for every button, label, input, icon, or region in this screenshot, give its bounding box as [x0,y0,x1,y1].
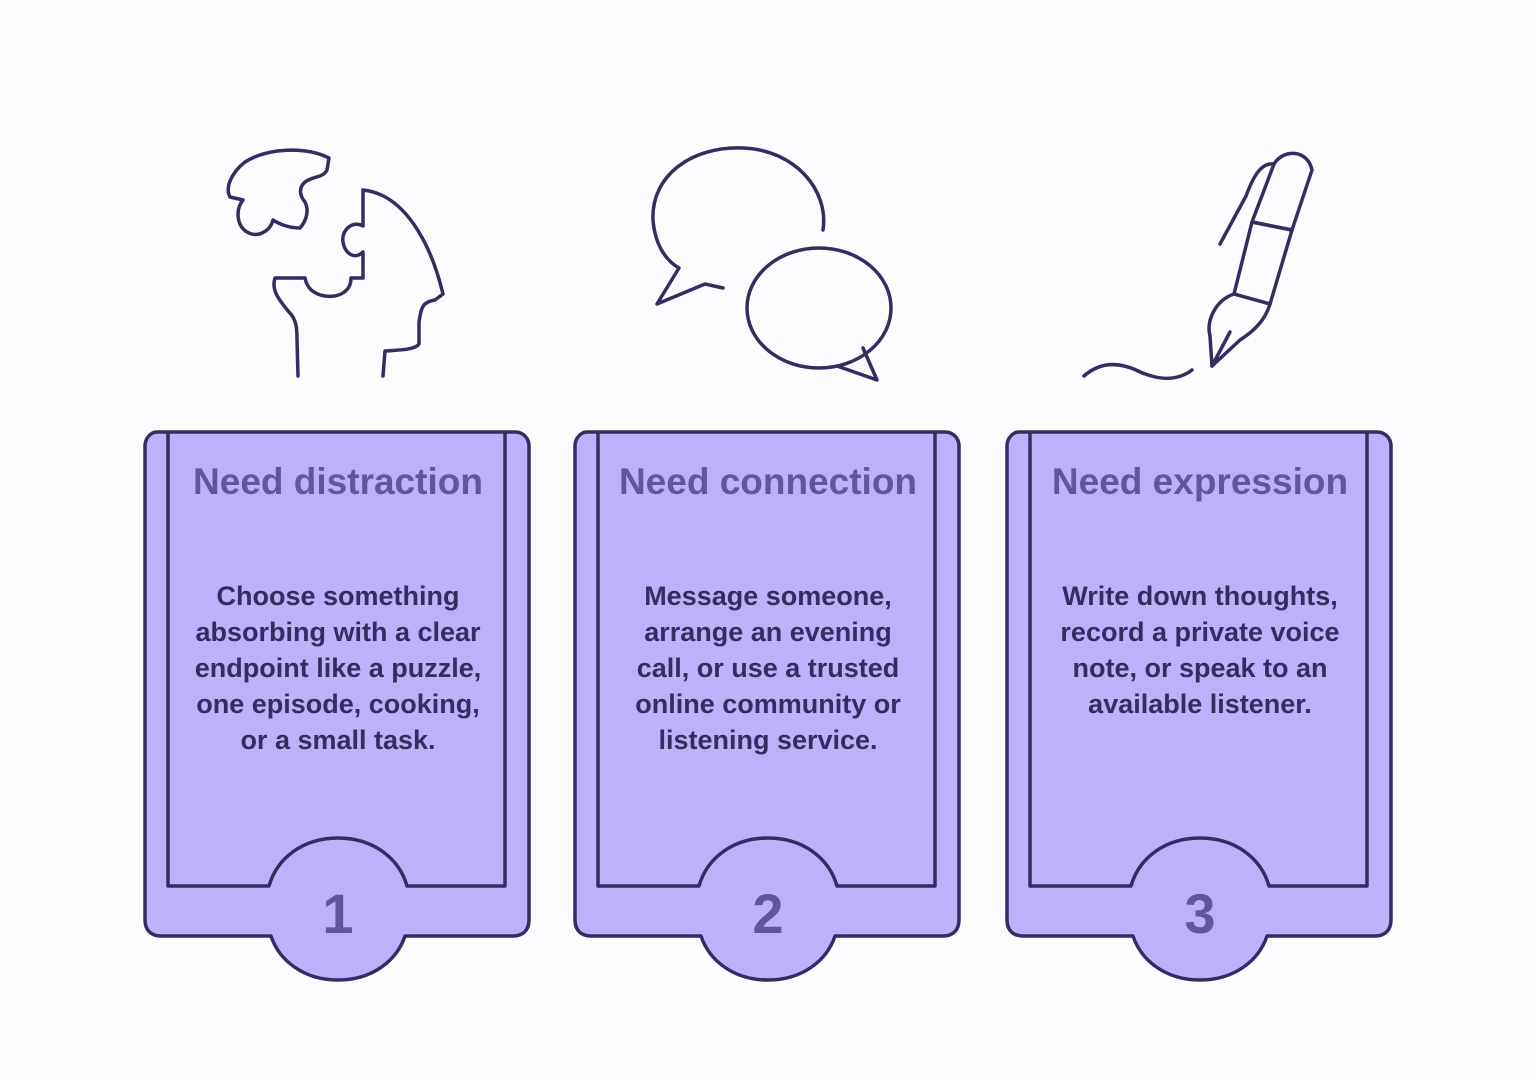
step-card-1: Need distraction Choose something absorb… [143,428,533,988]
step-number: 2 [752,882,784,945]
card-description: Write down thoughts, record a private vo… [1060,581,1340,719]
step-number: 1 [322,882,354,945]
card-title: Need expression [1051,461,1349,502]
step-card-3: Need expression Write down thoughts, rec… [1005,428,1395,988]
pen-writing-icon [1070,140,1330,390]
card-description: Choose something absorbing with a clear … [194,581,482,755]
card-title: Need connection [618,461,918,502]
card-frame [1005,430,1393,982]
card-description: Message someone, arrange an evening call… [635,581,901,755]
card-frame [573,430,961,982]
card-frame [143,430,531,982]
card-title: Need distraction [193,461,483,502]
head-puzzle-icon [205,140,465,390]
step-number: 3 [1184,882,1216,945]
speech-bubbles-icon [635,140,895,390]
step-card-2: Need connection Message someone, arrange… [573,428,963,988]
